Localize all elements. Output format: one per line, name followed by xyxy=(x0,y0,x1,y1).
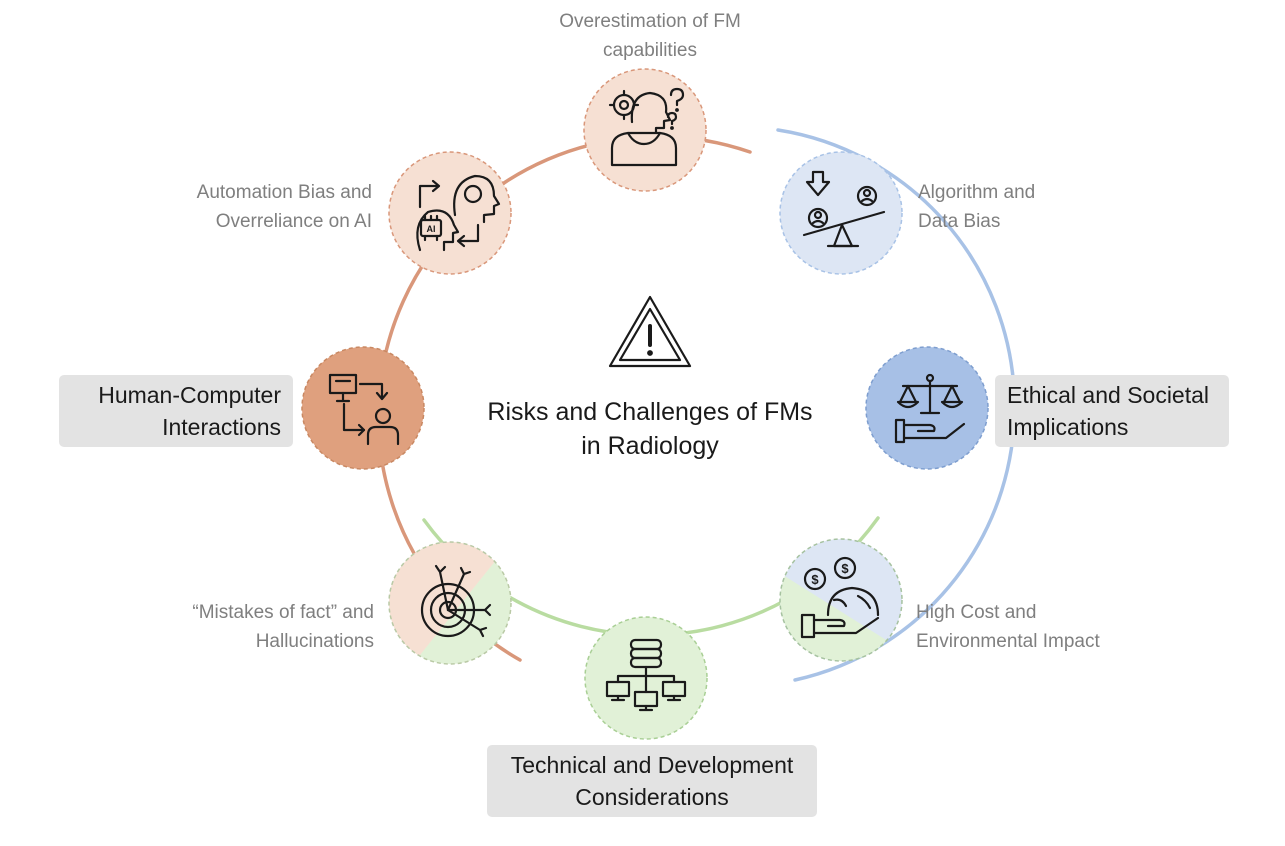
category-technical-box: Technical and Development Considerations xyxy=(487,745,817,817)
node-technical xyxy=(584,616,708,740)
ai-brain-heads-icon xyxy=(416,174,501,252)
category-ethical-line-1: Ethical and Societal xyxy=(1007,382,1210,408)
title-line-1: Risks and Challenges of FMs xyxy=(487,398,813,426)
label-mistakes: “Mistakes of fact” and Hallucinations xyxy=(100,598,374,656)
label-cost-line-1: High Cost and xyxy=(916,602,1037,623)
label-automation: Automation Bias and Overreliance on AI xyxy=(100,178,372,236)
node-mistakes xyxy=(388,541,512,665)
category-hci-line-2: Interactions xyxy=(162,414,281,440)
svg-text:$: $ xyxy=(811,572,819,587)
target-arrows-icon xyxy=(420,564,492,638)
label-automation-line-1: Automation Bias and xyxy=(196,182,372,203)
label-overestimation-line-2: capabilities xyxy=(603,40,697,61)
svg-text:$: $ xyxy=(841,561,849,576)
node-algorithm xyxy=(779,151,903,275)
svg-text:AI: AI xyxy=(427,224,436,234)
node-overestimation xyxy=(583,68,707,192)
scales-hand-icon xyxy=(894,373,966,444)
node-hci xyxy=(301,346,425,470)
label-mistakes-line-1: “Mistakes of fact” and xyxy=(192,602,374,623)
label-mistakes-line-2: Hallucinations xyxy=(255,631,374,652)
balance-seesaw-icon xyxy=(802,170,886,248)
category-hci-box: Human-Computer Interactions xyxy=(59,375,293,447)
diagram-title: Risks and Challenges of FMs in Radiology xyxy=(440,395,860,463)
label-cost: High Cost and Environmental Impact xyxy=(916,598,1176,656)
label-overestimation: Overestimation of FM capabilities xyxy=(520,7,780,65)
label-algorithm: Algorithm and Data Bias xyxy=(918,178,1168,236)
thinking-person-gear-icon xyxy=(608,87,685,167)
node-cost: $ $ xyxy=(779,538,903,662)
category-technical-line-1: Technical and Development xyxy=(510,752,794,778)
computer-user-icon xyxy=(328,373,400,446)
money-globe-hand-icon xyxy=(800,556,880,639)
category-hci-line-1: Human-Computer xyxy=(98,382,281,408)
warning-triangle-icon xyxy=(608,295,692,368)
label-automation-line-2: Overreliance on AI xyxy=(215,211,372,232)
label-cost-line-2: Environmental Impact xyxy=(916,631,1100,652)
category-ethical-line-2: Implications xyxy=(1007,414,1129,440)
node-automation: AI xyxy=(388,151,512,275)
node-ethical xyxy=(865,346,989,470)
category-ethical-box: Ethical and Societal Implications xyxy=(995,375,1229,447)
label-algorithm-line-2: Data Bias xyxy=(918,211,1001,232)
label-algorithm-line-1: Algorithm and xyxy=(918,182,1036,203)
title-line-2: in Radiology xyxy=(581,432,719,460)
category-technical-line-2: Considerations xyxy=(575,784,729,810)
database-network-icon xyxy=(605,638,687,712)
label-overestimation-line-1: Overestimation of FM xyxy=(559,11,741,32)
